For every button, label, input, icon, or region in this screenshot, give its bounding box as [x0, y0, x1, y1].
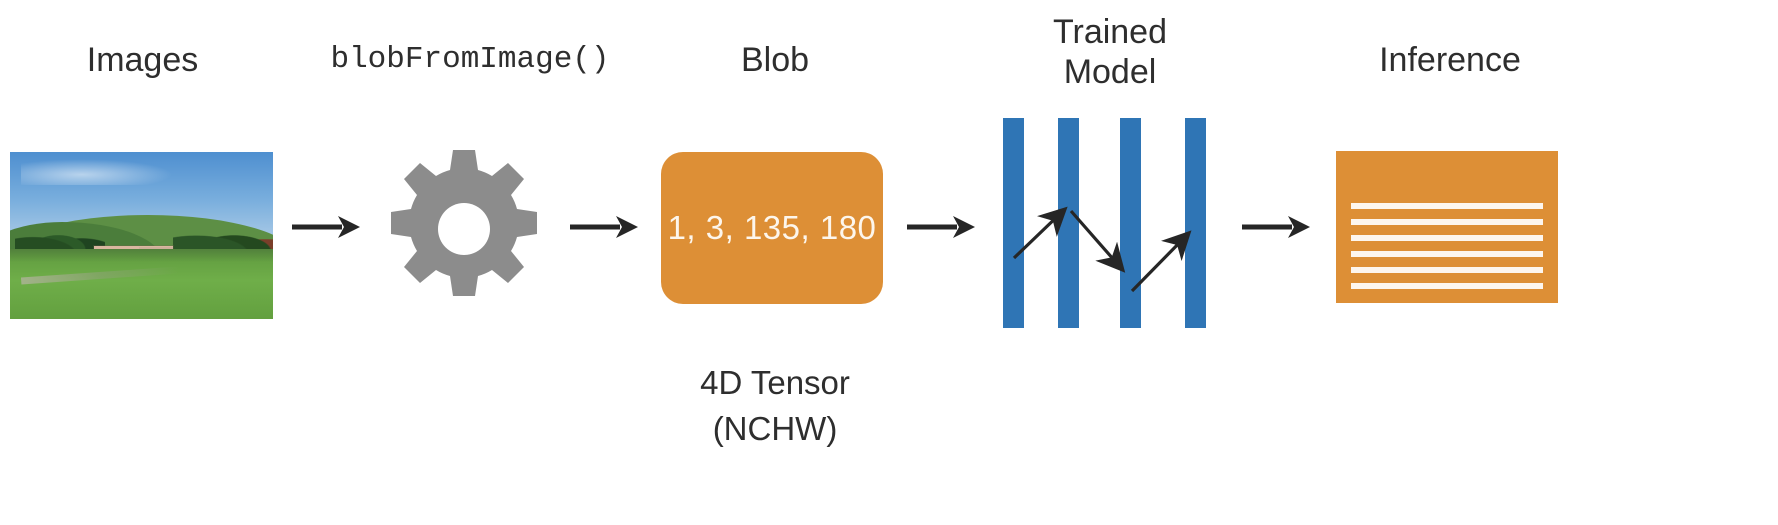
blob-caption-line-2: (NCHW)	[712, 410, 838, 447]
landscape-photo	[10, 152, 273, 319]
arrow-right-icon	[1240, 212, 1312, 247]
network-layer-bar	[1003, 118, 1024, 328]
label-images: Images	[86, 41, 199, 79]
gear-icon	[388, 148, 540, 310]
blob-dimensions-text: 1, 3, 135, 180	[667, 209, 877, 246]
label-inference: Inference	[1379, 41, 1521, 79]
result-line	[1351, 203, 1543, 209]
result-line	[1351, 283, 1543, 289]
trained-model-network	[995, 118, 1230, 328]
inference-result-box	[1336, 151, 1558, 303]
network-layer-bar	[1120, 118, 1141, 328]
label-blob-from-image: blobFromImage()	[330, 42, 610, 77]
label-trained-model: Trained Model	[1052, 13, 1168, 91]
result-line	[1351, 219, 1543, 225]
arrow-right-icon	[568, 212, 640, 247]
photo-field-edge	[10, 248, 273, 263]
blob-caption: 4D Tensor (NCHW)	[640, 360, 910, 452]
network-connection-arrows	[1012, 206, 1192, 293]
blob-caption-line-1: 4D Tensor	[700, 364, 850, 401]
label-blob: Blob	[740, 41, 810, 79]
result-line	[1351, 251, 1543, 257]
arrow-right-icon	[290, 212, 362, 247]
network-layer-bar	[1185, 118, 1206, 328]
network-layer-bar	[1058, 118, 1079, 328]
arrow-right-icon	[905, 212, 977, 247]
blob-tensor-box: 1, 3, 135, 180	[661, 152, 883, 304]
result-line	[1351, 235, 1543, 241]
result-line	[1351, 267, 1543, 273]
photo-cloud	[20, 158, 174, 186]
